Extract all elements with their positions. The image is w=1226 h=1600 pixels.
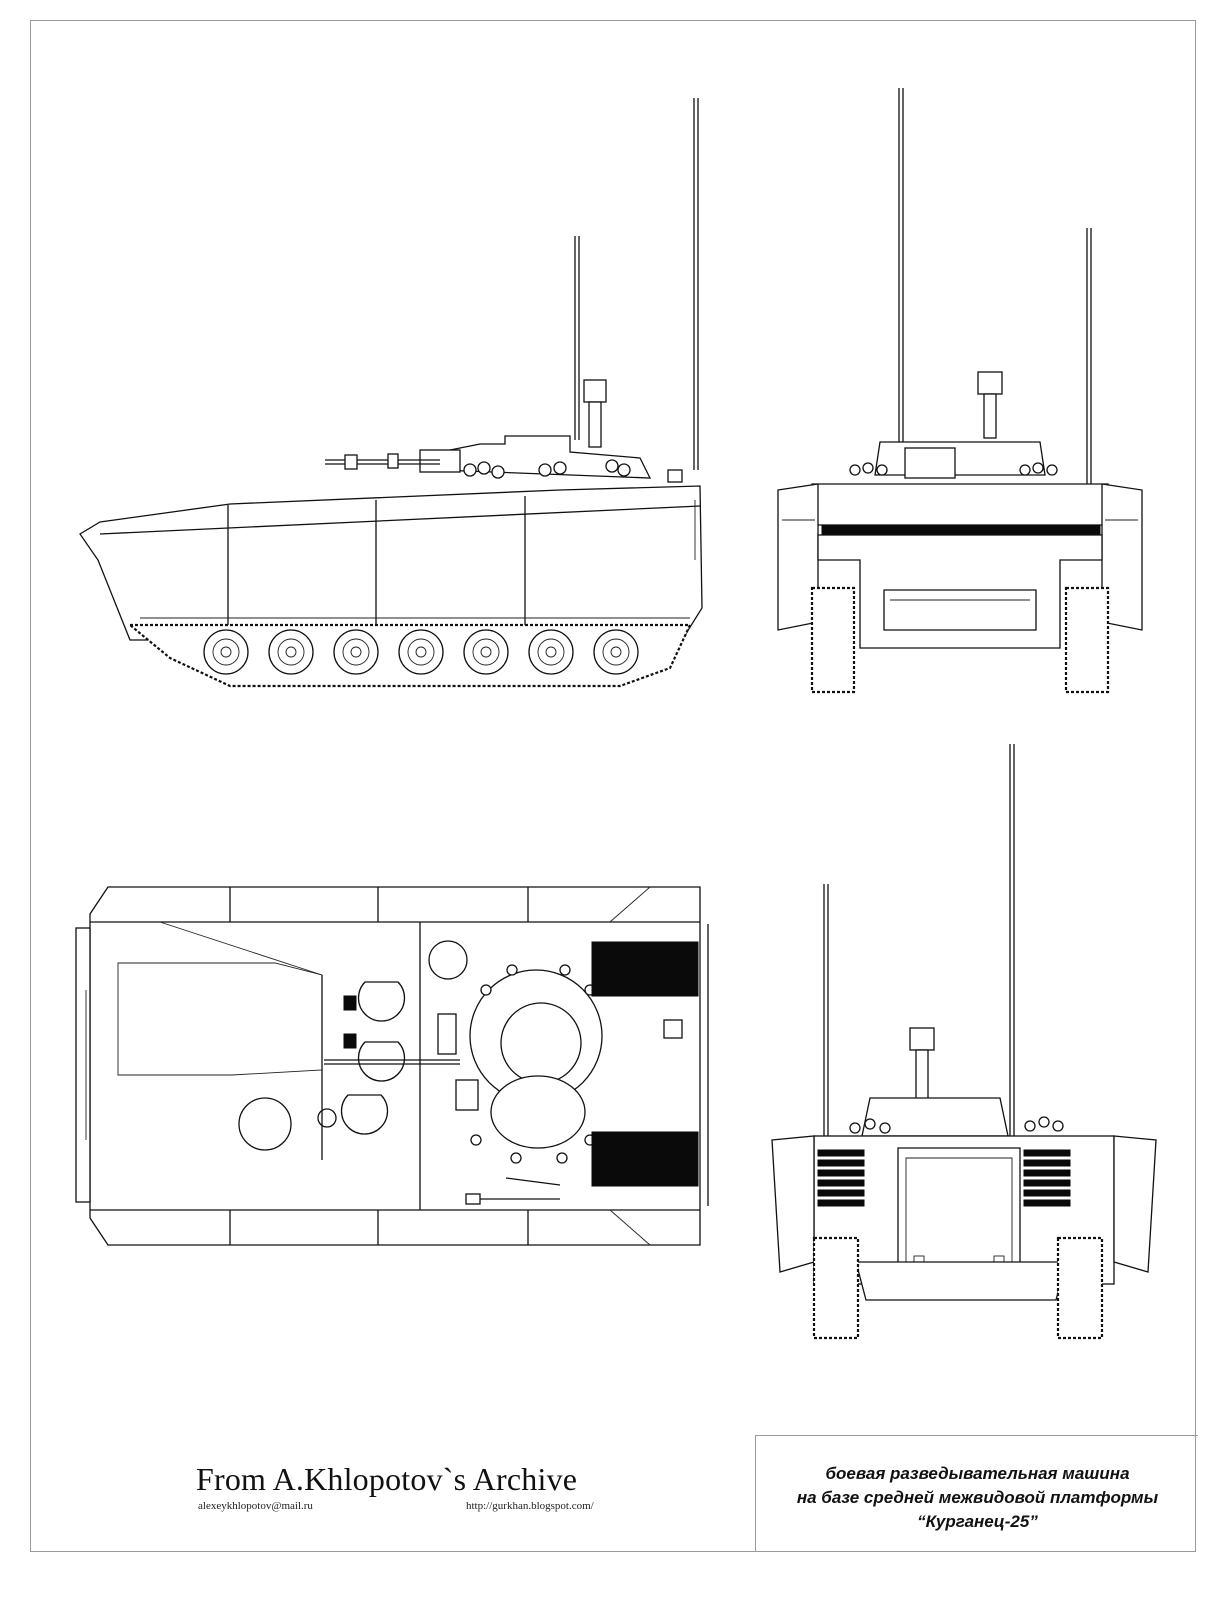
archive-credit-title: From A.Khlopotov`s Archive [196,1461,578,1497]
front-view [777,88,1143,694]
top-view [75,886,709,1246]
caption-line-1: боевая разведывательная машина [825,1464,1130,1483]
road-wheels [203,629,639,675]
side-view [79,98,703,688]
front-smoke-launchers [849,462,1058,476]
rear-smoke-launchers [849,1116,1064,1134]
caption-line-2: на базе средней межвидовой платформы [796,1488,1159,1507]
caption-line-3: “Курганец-25” [917,1512,1038,1531]
title-block: боевая разведывательная машина на базе с… [755,1435,1198,1551]
smoke-launchers [463,459,631,479]
credit-email: alexeykhlopotov@mail.ru [198,1500,313,1512]
sheet-border [30,20,1196,1552]
rear-view [771,744,1157,1340]
credit-url: http://gurkhan.blogspot.com/ [466,1500,594,1512]
top-smoke-launchers [470,964,596,1164]
